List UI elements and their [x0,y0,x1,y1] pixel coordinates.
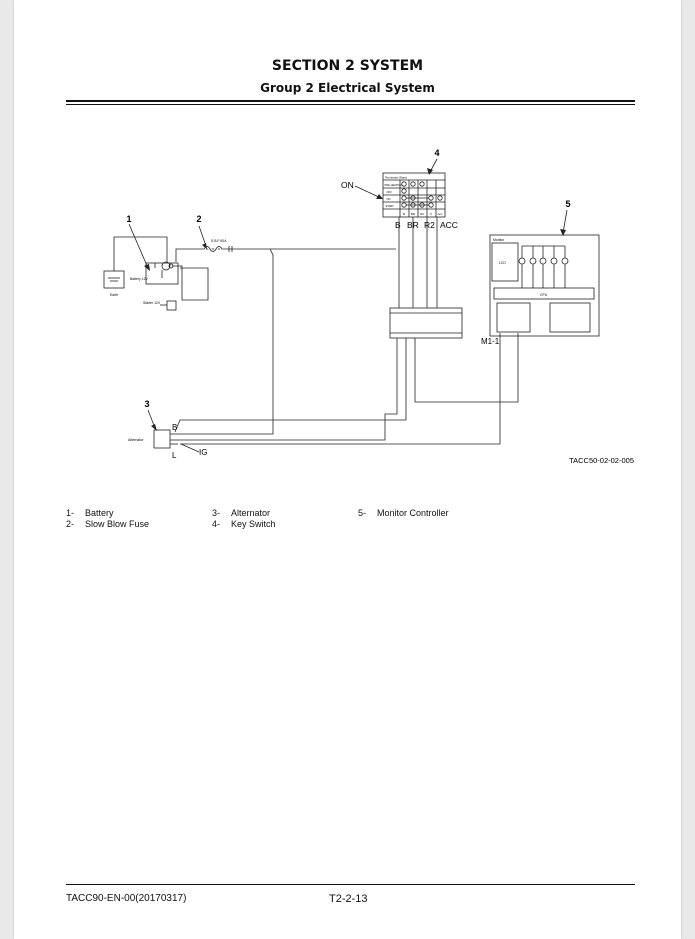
callout-1: 1 [126,214,131,224]
legend-num-1: 1- [66,508,75,518]
lcd-box [491,242,519,282]
key-col-br: BR [411,212,415,216]
fuse-label: S.B.F 60A [211,239,227,243]
m1-label: M1-1 [481,337,500,346]
relay-block [389,307,463,339]
key-row-preheat: PRE-HEATING [385,183,403,187]
document-page [14,0,681,939]
terminal-br: BR [407,220,419,230]
group-title: Group 2 Electrical System [260,81,435,95]
earth-symbol [103,270,125,289]
monitor-controller-box [489,234,600,337]
key-col-b: B [403,212,405,216]
header-rule-thick [66,100,635,102]
legend-num-5: 5- [358,508,367,518]
section-title: SECTION 2 SYSTEM [271,58,424,74]
callout-5: 5 [565,199,570,209]
legend-label-alternator: Alternator [231,508,271,518]
cpu-label: CPU [540,293,548,297]
alternator-terminal-l: L [172,451,177,460]
legend-label-battery: Battery [85,508,114,518]
key-switch-title: Terminals (Start) [385,176,407,180]
footer-page-number: T2-2-13 [329,893,368,905]
key-col-r2: R2 [420,212,424,216]
monitor-title: Monitor [493,238,505,242]
terminal-r2: R2 [424,220,435,230]
earth-label: Earth [110,293,118,297]
figure-id: TACC50-02-02-005 [569,456,634,465]
on-label: ON [341,180,354,190]
starter-symbol [166,300,177,311]
callout-4: 4 [434,148,439,158]
key-col-acc: Acc [438,212,443,216]
ig-label: IG [199,448,207,457]
starter-label: Starter 12V [143,301,161,305]
cpu-box [493,287,595,300]
alternator-label: Alternator [128,438,144,442]
legend-label-key-switch: Key Switch [231,519,276,529]
legend-label-monitor: Monitor Controller [377,508,449,518]
key-col-c: C [430,212,432,216]
legend-num-2: 2- [66,519,75,529]
footer-doc-id: TACC90-EN-00(20170317) [66,893,187,904]
legend-label-fuse: Slow Blow Fuse [85,519,150,529]
key-row-off: OFF [387,190,393,194]
footer-rule [66,884,635,885]
callout-3: 3 [144,399,149,409]
lcd-label: LCD [499,261,506,265]
battery-symbol [145,262,179,285]
alternator-terminal-b: B [172,423,177,432]
terminal-b: B [395,220,401,230]
header-rule-thin [66,104,635,105]
key-row-start: START [386,204,395,208]
terminal-acc: ACC [440,220,458,230]
battery-label: Battery 12V [130,277,148,281]
callout-2: 2 [196,214,201,224]
key-row-on: ON [387,197,391,201]
legend-num-3: 3- [212,508,221,518]
alternator-symbol [153,429,171,449]
legend-num-4: 4- [212,519,221,529]
